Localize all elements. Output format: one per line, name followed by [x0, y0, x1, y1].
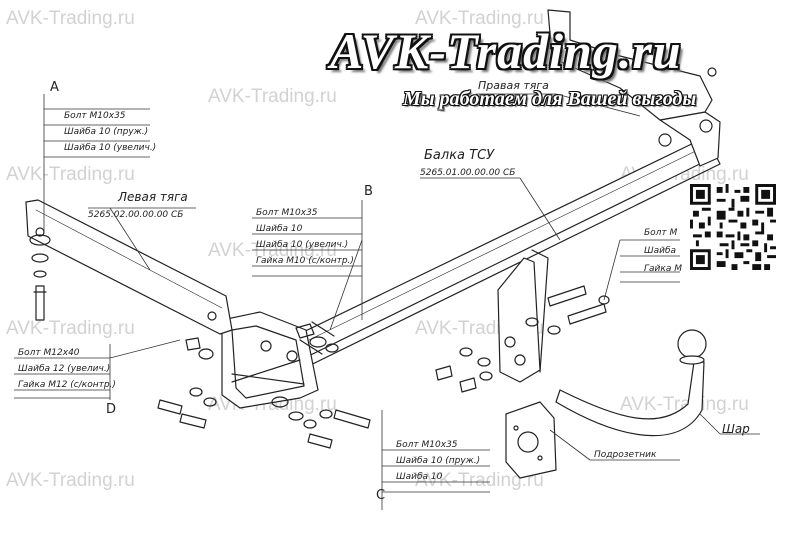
group-d-item: Гайка М12 (с/контр.): [18, 380, 116, 390]
group-a-item: Шайба 10 (увелич.): [64, 143, 157, 153]
group-a-item: Шайба 10 (пруж.): [64, 127, 149, 137]
beam-code-label: 5265.01.00.00.00 СБ: [420, 168, 516, 178]
group-e-item: Болт М: [644, 228, 678, 238]
ball-label: Шар: [722, 422, 750, 436]
qr-code: [690, 184, 776, 270]
watermark: AVK-Trading.ru: [6, 470, 135, 491]
group-c-item: Болт М10х35: [396, 440, 458, 450]
group-c-item: Шайба 10 (пруж.): [396, 456, 481, 466]
watermark: AVK-Trading.ru: [620, 394, 749, 415]
watermark: AVK-Trading.ru: [415, 8, 544, 29]
watermark: AVK-Trading.ru: [6, 318, 135, 339]
watermark: AVK-Trading.ru: [6, 8, 135, 29]
watermark: AVK-Trading.ru: [6, 164, 135, 185]
left-bracket: [221, 311, 319, 409]
brand-title: AVK-Trading.ru: [330, 23, 682, 79]
group-b-item: Шайба 10: [256, 224, 303, 234]
socket-plate-label: Подрозетник: [594, 450, 657, 460]
fasteners-b: [295, 321, 339, 355]
ball-hitch: [555, 329, 707, 437]
group-a-item: Болт М10х35: [64, 111, 126, 121]
group-b-letter: B: [364, 184, 373, 199]
watermark: AVK-Trading.ru: [208, 240, 337, 261]
group-b-item: Гайка М10 (с/контр.): [256, 256, 354, 266]
left-rod-label: Левая тяга: [118, 190, 188, 204]
brand-slogan: Мы работаем для Вашей выгоды: [403, 88, 697, 110]
beam-label: Балка ТСУ: [424, 148, 495, 163]
left-rod: [25, 199, 233, 335]
group-a-letter: A: [50, 80, 59, 95]
fasteners-a: [29, 234, 51, 321]
group-c-letter: C: [376, 488, 386, 503]
group-d-item: Болт М12х40: [18, 348, 80, 358]
group-d-item: Шайба 12 (увелич.): [18, 364, 111, 374]
watermark: AVK-Trading.ru: [208, 86, 337, 107]
right-bracket: [547, 9, 721, 167]
group-c-item: Шайба 10: [396, 472, 443, 482]
socket-plate: [505, 401, 557, 479]
group-d-letter: D: [106, 402, 117, 417]
right-rod-label: Правая тяга: [478, 79, 549, 92]
socket-bracket: [497, 249, 549, 383]
group-b-item: Болт М10х35: [256, 208, 318, 218]
group-e-item: Гайка М: [644, 264, 682, 274]
fasteners-d: [157, 337, 217, 429]
fasteners-c: [271, 396, 371, 449]
group-b-item: Шайба 10 (увелич.): [256, 240, 349, 250]
left-rod-code-label: 5265.02.00.00.00 СБ: [88, 210, 184, 220]
fasteners-e: [435, 285, 610, 393]
watermark: AVK-Trading.ru: [415, 470, 544, 491]
group-e-item: Шайба: [644, 246, 677, 256]
